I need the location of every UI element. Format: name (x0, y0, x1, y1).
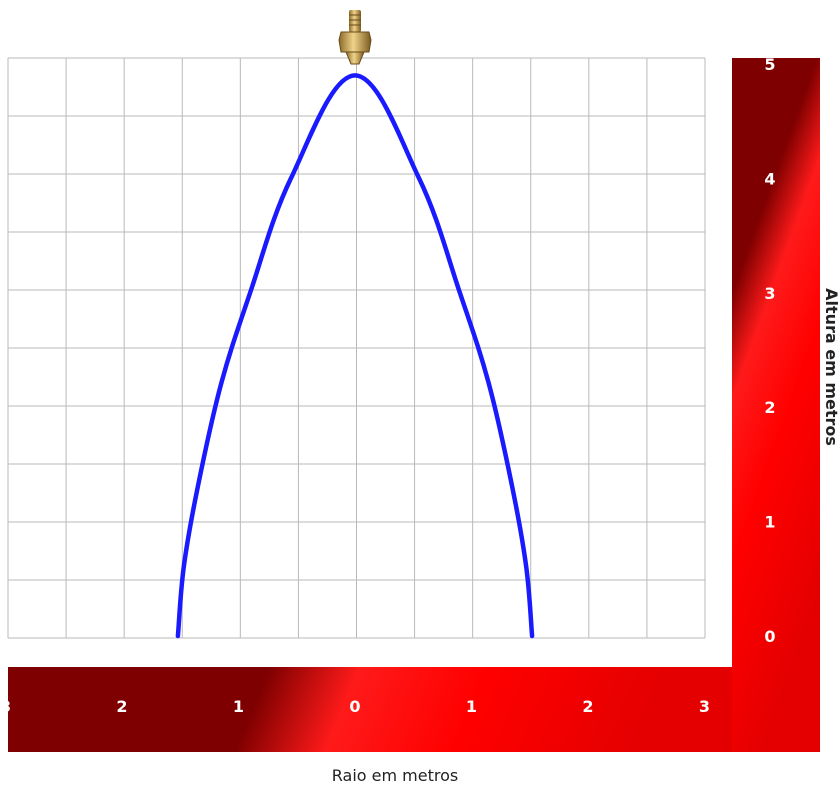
x-tick-label: 0 (349, 697, 360, 716)
sprinkler-nozzle-icon (338, 10, 372, 65)
y-tick-label: 2 (764, 398, 775, 417)
y-tick-label: 4 (764, 169, 775, 188)
x-tick-label: 1 (466, 697, 477, 716)
y-axis-title: Altura em metros (822, 288, 840, 446)
grid (7, 57, 706, 639)
y-tick-label: 5 (764, 55, 775, 74)
series-line (175, 73, 535, 639)
x-tick-label: 3 (0, 697, 11, 716)
x-tick-labels: 3 2 1 0 1 2 3 (0, 697, 710, 716)
x-tick-label: 3 (699, 697, 710, 716)
x-tick-label: 2 (582, 697, 593, 716)
y-tick-label: 0 (764, 627, 775, 646)
y-axis-bar (732, 58, 820, 752)
y-tick-label: 3 (764, 284, 775, 303)
x-axis-title: Raio em metros (332, 766, 458, 785)
y-tick-label: 1 (764, 513, 775, 532)
x-tick-label: 2 (116, 697, 127, 716)
y-tick-labels: 0 1 2 3 4 5 (764, 55, 775, 646)
x-tick-label: 1 (233, 697, 244, 716)
